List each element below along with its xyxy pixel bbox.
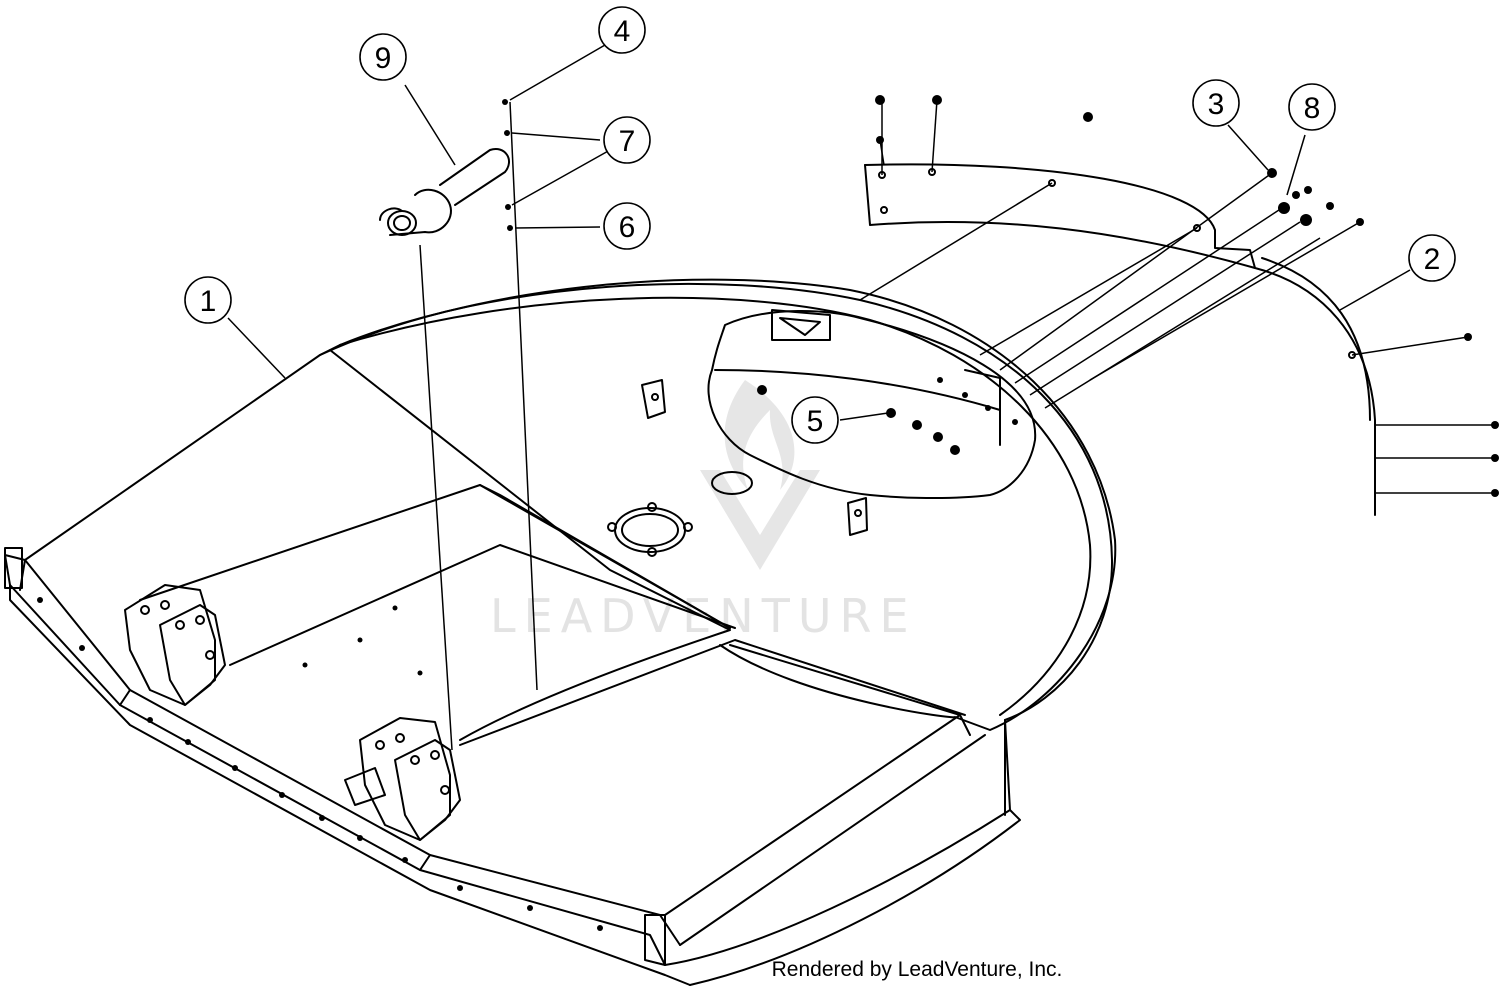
- callout-label: 1: [200, 285, 217, 318]
- mower-deck: [4, 278, 1117, 986]
- footer-credit: Rendered by LeadVenture, Inc.: [0, 958, 1500, 982]
- spindle-tube: [379, 148, 510, 236]
- callout-1: 1: [184, 276, 232, 324]
- callout-9: 9: [359, 33, 407, 81]
- callout-4: 4: [598, 6, 646, 54]
- callout-label: 9: [375, 42, 392, 75]
- callout-label: 2: [1424, 243, 1441, 276]
- assembly-lines: [419, 99, 1495, 751]
- callout-label: 7: [619, 125, 636, 158]
- callout-7: 7: [603, 116, 651, 164]
- callout-5: 5: [791, 396, 839, 444]
- callout-6: 6: [603, 202, 651, 250]
- callout-label: 8: [1304, 92, 1321, 125]
- callout-label: 4: [614, 15, 631, 48]
- callout-3: 3: [1192, 79, 1240, 127]
- hitch-bracket-right: [344, 717, 461, 841]
- front-bolt-holes: [37, 597, 603, 931]
- credit-text: Rendered by LeadVenture, Inc.: [771, 958, 1063, 981]
- hardware: [502, 95, 1499, 497]
- callout-label: 6: [619, 211, 636, 244]
- spindle-opening: [607, 471, 753, 557]
- deck-cutaway: [707, 309, 1037, 500]
- callout-8: 8: [1288, 83, 1336, 131]
- deck-lugs: [641, 379, 868, 536]
- callout-2: 2: [1408, 234, 1456, 282]
- leadventure-flame-logo-icon: [700, 380, 820, 570]
- hitch-bracket-left: [124, 584, 226, 706]
- watermark: LEADVENTURE: [490, 380, 909, 643]
- callout-leaders: [227, 44, 1411, 421]
- side-baffle: [864, 163, 1376, 516]
- callout-label: 5: [807, 405, 824, 438]
- callout-label: 3: [1208, 88, 1225, 121]
